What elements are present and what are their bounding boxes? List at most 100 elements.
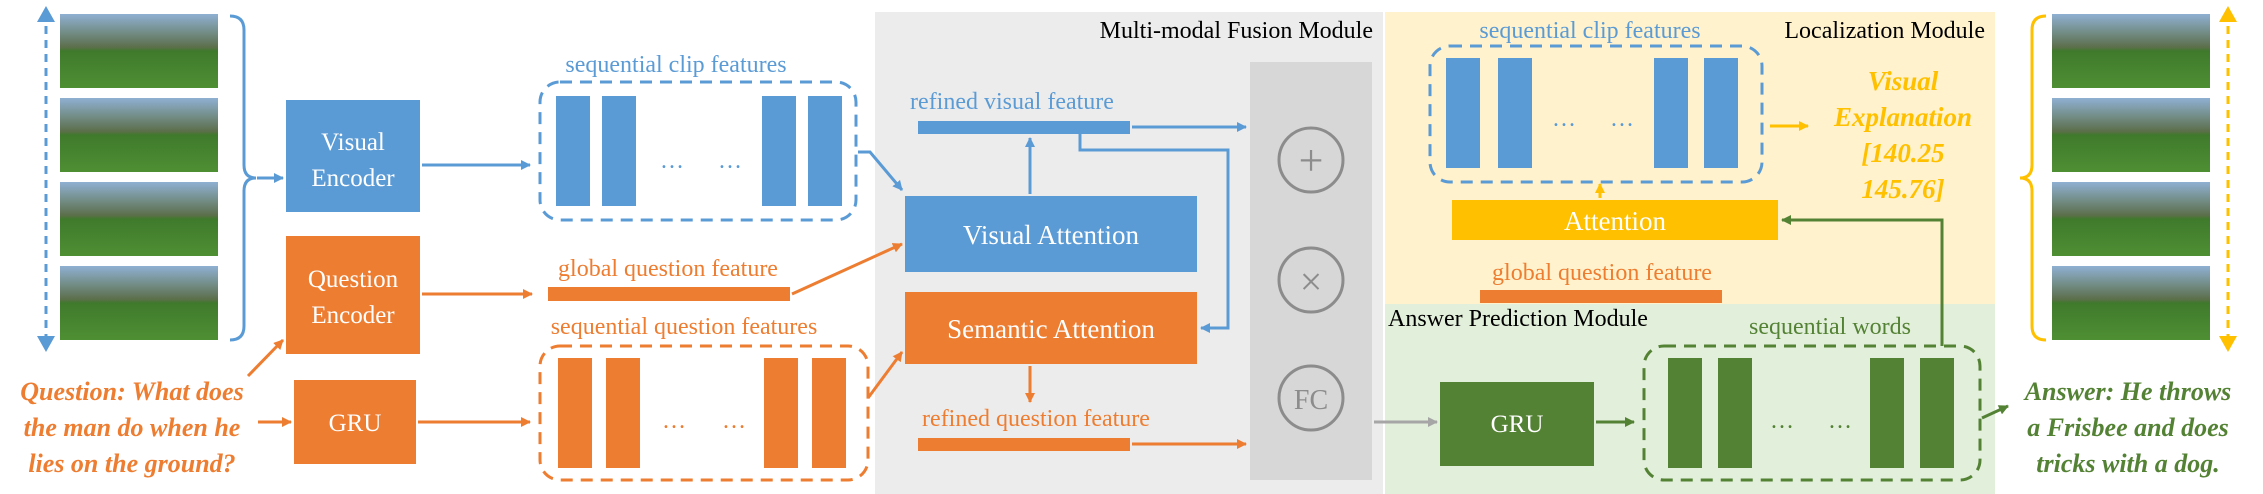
- explanation-line: Visual: [1868, 66, 1939, 96]
- question-line: the man do when he: [24, 413, 241, 442]
- fc-layer-label: FC: [1294, 385, 1328, 416]
- refined-visual-feature-label: refined visual feature: [910, 89, 1114, 115]
- input-video-frames: [60, 14, 218, 340]
- clip-features-to-visual-attention-arrow: [858, 150, 904, 191]
- clip-feature-bar: [808, 96, 842, 206]
- global-question-feature-bar: [548, 287, 790, 301]
- video-frame: [2052, 266, 2210, 340]
- visual-encoder-label: Encoder: [311, 165, 395, 192]
- answer-line: tricks with a dog.: [2036, 449, 2219, 478]
- semantic-attention-label: Semantic Attention: [947, 314, 1155, 344]
- clip-feature-bar: [602, 96, 636, 206]
- word-features-ellipsis: …: [1828, 408, 1852, 434]
- frames-brace: [229, 14, 257, 342]
- localization-clip-bar: [1446, 58, 1480, 168]
- localized-time-arrowhead-down: [2219, 336, 2237, 352]
- question-text: Question: What does the man do when he l…: [20, 377, 243, 478]
- refined-visual-to-semantic-attention-arrow: [1078, 134, 1230, 333]
- multiply-operation-symbol: ×: [1300, 259, 1323, 304]
- word-feature-bar: [1718, 358, 1752, 468]
- answer-line: a Frisbee and does: [2027, 413, 2229, 442]
- gru-label: GRU: [329, 410, 382, 437]
- refined-question-feature-label: refined question feature: [922, 406, 1150, 432]
- answer-gru-box: [1440, 382, 1594, 466]
- question-feature-bar: [812, 358, 846, 468]
- localized-time-arrowhead-up: [2219, 6, 2237, 22]
- visual-encoder-label: Visual: [321, 129, 385, 156]
- question-features-ellipsis: …: [722, 408, 746, 434]
- question-feature-bar: [558, 358, 592, 468]
- localization-clip-features-group: [1428, 44, 1764, 184]
- video-frame: [60, 266, 218, 340]
- localization-module-title: Localization Module: [1784, 18, 1985, 44]
- word-features-ellipsis: …: [1770, 408, 1794, 434]
- localization-clip-bar: [1704, 58, 1738, 168]
- fusion-module-title: Multi-modal Fusion Module: [1100, 18, 1373, 44]
- localization-global-question-label: global question feature: [1492, 260, 1712, 286]
- localization-clip-ellipsis: …: [1610, 106, 1634, 132]
- question-encoder-box: [286, 236, 420, 354]
- question-encoder-label: Encoder: [311, 302, 395, 329]
- localization-clip-bar: [1654, 58, 1688, 168]
- question-features-ellipsis: …: [662, 408, 686, 434]
- word-feature-bar: [1870, 358, 1904, 468]
- clip-features-ellipsis: …: [660, 148, 684, 174]
- clip-features-ellipsis: …: [718, 148, 742, 174]
- video-frame: [2052, 98, 2210, 172]
- answer-line: Answer: He throws: [2023, 377, 2232, 406]
- sequential-words-group: [1642, 344, 1982, 482]
- localization-attention-label: Attention: [1564, 206, 1666, 236]
- question-encoder-label: Question: [308, 266, 399, 293]
- visual-attention-box: [905, 196, 1197, 272]
- add-operation-circle: [1277, 126, 1345, 194]
- question-line: Question: What does: [20, 377, 243, 406]
- visual-encoder-box: [286, 100, 420, 212]
- word-feature-bar: [1668, 358, 1702, 468]
- explanation-line: [140.25: [1861, 138, 1944, 168]
- question-feature-bar: [606, 358, 640, 468]
- explanation-brace: [2019, 14, 2047, 342]
- localization-clip-ellipsis: …: [1552, 106, 1576, 132]
- fc-layer-circle: [1277, 364, 1345, 432]
- video-frame: [60, 98, 218, 172]
- time-axis-arrowhead-up: [37, 6, 55, 22]
- answer-gru-label: GRU: [1491, 411, 1544, 438]
- global-feature-to-visual-attention-arrow: [791, 242, 903, 296]
- explanation-line: Explanation: [1833, 102, 1972, 132]
- question-features-to-semantic-attention-arrow: [866, 351, 904, 399]
- sequential-question-features-label: sequential question features: [551, 314, 818, 340]
- visual-attention-label: Visual Attention: [963, 220, 1140, 250]
- refined-question-feature-bar: [918, 438, 1130, 451]
- question-line: lies on the ground?: [28, 449, 235, 478]
- explanation-line: 145.76]: [1861, 174, 1944, 204]
- video-frame: [60, 14, 218, 88]
- fusion-ops-column: [1250, 62, 1372, 480]
- sequential-clip-features-label: sequential clip features: [565, 52, 786, 78]
- localized-video-frames: [2052, 14, 2210, 340]
- answer-text: Answer: He throws a Frisbee and does tri…: [2023, 377, 2232, 478]
- visual-explanation: Visual Explanation [140.25 145.76]: [1833, 66, 1972, 204]
- video-frame: [2052, 182, 2210, 256]
- clip-feature-bar: [762, 96, 796, 206]
- question-feature-bar: [764, 358, 798, 468]
- answer-module-title: Answer Prediction Module: [1388, 306, 1648, 332]
- multiply-operation-circle: [1277, 246, 1345, 314]
- localization-clip-bar: [1498, 58, 1532, 168]
- clip-feature-bar: [556, 96, 590, 206]
- sequential-question-features-group: [538, 344, 870, 482]
- sequential-words-label: sequential words: [1749, 314, 1911, 340]
- video-frame: [60, 182, 218, 256]
- sequential-words-to-attention-arrow: [1781, 215, 1944, 346]
- localization-clip-features-label: sequential clip features: [1479, 18, 1700, 44]
- question-to-encoder-arrow: [246, 338, 285, 378]
- add-operation-symbol: +: [1299, 136, 1324, 185]
- global-question-feature-label: global question feature: [558, 256, 778, 282]
- gru-box: [294, 380, 416, 464]
- localization-global-question-bar: [1480, 290, 1722, 303]
- refined-visual-feature-bar: [918, 121, 1130, 134]
- time-axis-arrowhead-down: [37, 336, 55, 352]
- semantic-attention-box: [905, 292, 1197, 364]
- word-feature-bar: [1920, 358, 1954, 468]
- localization-module-background: [1385, 12, 1995, 304]
